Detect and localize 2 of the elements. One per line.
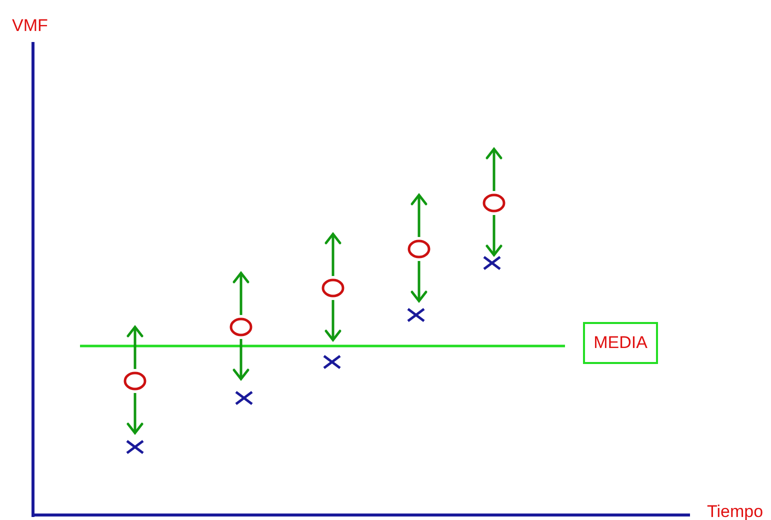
y-axis-label: VMF bbox=[12, 16, 48, 36]
line-label: MEDIA bbox=[583, 322, 658, 364]
